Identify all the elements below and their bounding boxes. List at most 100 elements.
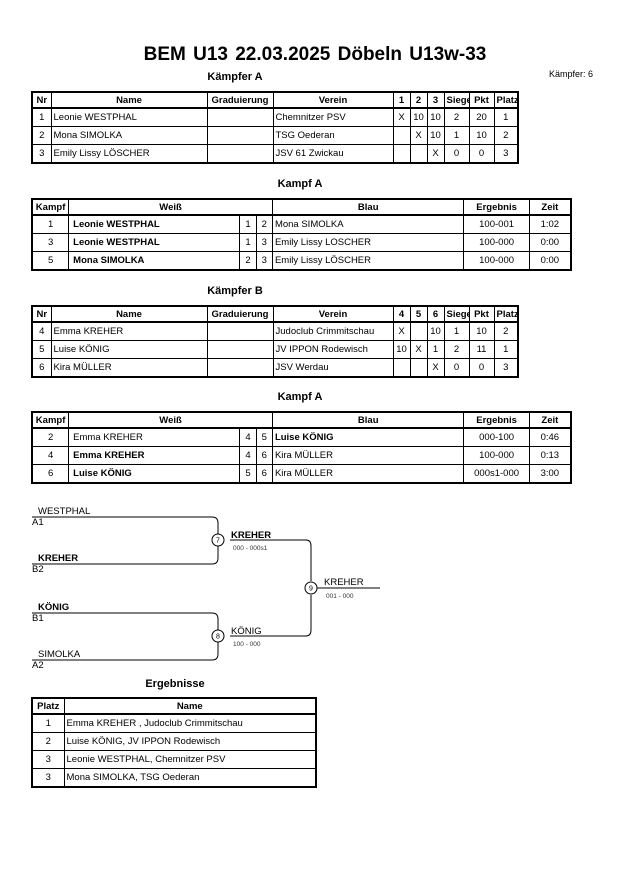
col-zeit: Zeit [528, 198, 572, 216]
cell-blau: Emily Lissy LOSCHER [271, 233, 465, 252]
col-verein: Verein [272, 91, 394, 109]
final-winner: KREHER [324, 577, 364, 588]
fight-8-number: 8 [216, 634, 220, 641]
cell-nr: 2 [31, 126, 52, 145]
table-row: 5 Mona SIMOLKA 2 3 Emily Lissy LÖSCHER 1… [31, 251, 572, 271]
table-row: 3 Mona SIMOLKA, TSG Oederan [31, 768, 317, 788]
table-row: 6 Luise KÖNIG 5 6 Kira MÜLLER 000s1-000 … [31, 464, 572, 484]
bracket-seed-1: A1 [32, 517, 44, 528]
cell-weiss-nr: 4 [239, 446, 257, 465]
cell-blau-nr: 3 [255, 233, 273, 252]
cell-name: Emily Lissy LÖSCHER [50, 144, 208, 164]
cell-zeit: 0:00 [528, 251, 572, 271]
fight-circles [211, 533, 318, 643]
col-name: Name [63, 697, 317, 715]
cell-name: Luise KÖNIG, JV IPPON Rodewisch [63, 732, 317, 751]
table-row: 1 Emma KREHER , Judoclub Crimmitschau [31, 713, 317, 733]
table-row: 2 Luise KÖNIG, JV IPPON Rodewisch [31, 732, 317, 751]
bracket-entry-1: WESTPHAL [38, 506, 90, 517]
table-row: 3 Emily Lissy LÖSCHER JSV 61 Zwickau X 0… [31, 144, 519, 164]
bracket-seed-2: B2 [32, 564, 44, 575]
fight-7-number: 7 [216, 538, 220, 545]
results-header-row: Platz Name [31, 697, 317, 715]
col-verein: Verein [272, 305, 394, 323]
cell-platz: 3 [493, 144, 519, 164]
table-row: 2 Emma KREHER 4 5 Luise KÖNIG 000-100 0:… [31, 427, 572, 447]
cell-ergebnis: 100-000 [463, 251, 530, 271]
col-kampf: Kampf [31, 411, 70, 429]
col-kampf: Kampf [31, 198, 70, 216]
fights-a-header-row: Kampf Weiß Blau Ergebnis Zeit [31, 198, 572, 216]
fight-7-circle [211, 533, 225, 547]
semi-2-winner: KÖNIG [231, 626, 262, 637]
semi-2-score: 100 - 000 [233, 641, 261, 648]
pool-a-table: Nr Name Graduierung Verein 1 2 3 Siege P… [31, 91, 519, 164]
fighter-count: Kämpfer: 6 [549, 69, 594, 79]
col-match-2: 2 [409, 91, 428, 109]
table-row: 1 Leonie WESTPHAL 1 2 Mona SIMOLKA 100-0… [31, 214, 572, 234]
cell-zeit: 1:02 [528, 214, 572, 234]
col-platz: Platz [31, 697, 65, 715]
cell-zeit: 3:00 [528, 464, 572, 484]
semi-1-score: 000 - 000s1 [233, 545, 268, 552]
results-table: Platz Name 1 Emma KREHER , Judoclub Crim… [31, 697, 317, 788]
cell-ergebnis: 100-000 [463, 446, 530, 465]
table-row: 1 Leonie WESTPHAL Chemnitzer PSV X 10 10… [31, 107, 519, 127]
bracket-seed-4: A2 [32, 660, 44, 671]
col-blau: Blau [271, 198, 465, 216]
pool-b-table: Nr Name Graduierung Verein 4 5 6 Siege P… [31, 305, 519, 378]
table-row: 3 Leonie WESTPHAL, Chemnitzer PSV [31, 750, 317, 769]
cell-verein: TSG Oederan [272, 126, 394, 145]
cell-pkt: 0 [468, 144, 495, 164]
cell-name: Leonie WESTPHAL, Chemnitzer PSV [63, 750, 317, 769]
bracket-seed-3: B1 [32, 613, 44, 624]
cell-name: Mona SIMOLKA, TSG Oederan [63, 768, 317, 788]
cell-platz: 3 [31, 768, 65, 788]
cell-zeit: 0:00 [528, 233, 572, 252]
results-title: Ergebnisse [145, 678, 205, 690]
cell-zeit: 0:46 [528, 427, 572, 447]
cell-verein: JSV Werdau [272, 358, 394, 378]
table-row: 6 Kira MÜLLER JSV Werdau X 0 0 3 [31, 358, 519, 378]
cell-platz: 1 [31, 713, 65, 733]
pool-b-title: Kämpfer B [207, 285, 263, 297]
fights-b-title: Kampf A [277, 391, 323, 403]
cell-blau: Emily Lissy LÖSCHER [271, 251, 465, 271]
cell-blau-nr: 6 [255, 464, 273, 484]
fights-b-header-row: Kampf Weiß Blau Ergebnis Zeit [31, 411, 572, 429]
fights-b-table: Kampf Weiß Blau Ergebnis Zeit 2 Emma KRE… [31, 411, 572, 484]
cell-platz: 3 [31, 750, 65, 769]
cell-name: Luise KÖNIG [50, 340, 208, 359]
col-zeit: Zeit [528, 411, 572, 429]
col-platz: Platz [493, 91, 519, 109]
cell-platz: 3 [493, 358, 519, 378]
cell-platz: 1 [493, 340, 519, 359]
cell-blau-nr: 6 [255, 446, 273, 465]
col-match-6: 6 [426, 305, 445, 323]
col-ergebnis: Ergebnis [463, 198, 530, 216]
fights-a-table: Kampf Weiß Blau Ergebnis Zeit 1 Leonie W… [31, 198, 572, 271]
pool-b-header-row: Nr Name Graduierung Verein 4 5 6 Siege P… [31, 305, 519, 323]
cell-platz: 2 [493, 126, 519, 145]
semi-1-winner: KREHER [231, 530, 271, 541]
cell-zeit: 0:13 [528, 446, 572, 465]
cell-ergebnis: 100-000 [463, 233, 530, 252]
page-title: BEM U13 22.03.2025 Döbeln U13w-33 [143, 44, 487, 65]
bracket-lines [32, 516, 380, 661]
pool-a-header-row: Nr Name Graduierung Verein 1 2 3 Siege P… [31, 91, 519, 109]
cell-platz: 2 [31, 732, 65, 751]
table-row: 5 Luise KÖNIG JV IPPON Rodewisch 10 X 1 … [31, 340, 519, 359]
cell-blau-nr: 3 [255, 251, 273, 271]
fight-8-circle [211, 629, 225, 643]
col-ergebnis: Ergebnis [463, 411, 530, 429]
final-score: 001 - 000 [326, 593, 354, 600]
fight-9-number: 9 [309, 586, 313, 593]
table-row: 4 Emma KREHER 4 6 Kira MÜLLER 100-000 0:… [31, 446, 572, 465]
pool-a-title: Kämpfer A [207, 71, 263, 83]
bracket-entry-2: KREHER [38, 553, 78, 564]
fights-a-title: Kampf A [277, 178, 323, 190]
col-weiss: Weiß [68, 198, 273, 216]
bracket-entry-4: SIMOLKA [38, 649, 81, 660]
fight-9-circle [304, 581, 318, 595]
